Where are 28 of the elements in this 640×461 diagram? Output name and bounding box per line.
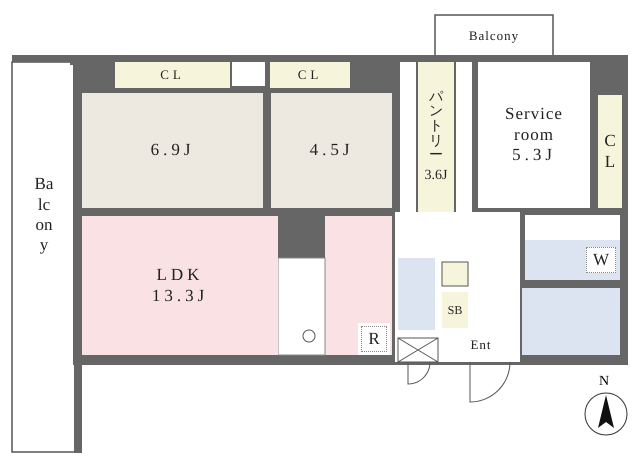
room-label: 6.9J: [150, 140, 194, 161]
room-area: [271, 93, 392, 208]
room-area: [478, 62, 590, 208]
room-label: CL: [603, 131, 617, 172]
closet-area: [598, 95, 622, 208]
room-area: [82, 216, 278, 355]
room-label: Service room: [504, 104, 564, 146]
room-label: CL: [160, 67, 185, 83]
area-label: 3.6J: [424, 168, 448, 184]
room-label: 4.5J: [310, 140, 354, 161]
room-area: [82, 93, 263, 208]
room-label: LDK: [156, 265, 204, 286]
area-label: 5.3J: [512, 145, 556, 166]
storage-area: [442, 292, 468, 328]
north-label: N: [599, 374, 610, 390]
pantry-area: [418, 62, 454, 212]
room-label: SB: [448, 302, 462, 318]
room-label: CL: [298, 67, 322, 83]
room-label: パントリー: [428, 90, 444, 164]
area-label: 13.3J: [152, 286, 208, 306]
washroom-area: [525, 240, 620, 280]
closet-area: [115, 62, 230, 88]
room-label: Ent: [470, 337, 492, 353]
room-label: Balcony: [468, 28, 520, 44]
room-label: R: [361, 326, 387, 352]
room-label: W: [586, 246, 616, 274]
closet-area: [270, 62, 350, 88]
room-label: Balcony: [34, 174, 54, 256]
